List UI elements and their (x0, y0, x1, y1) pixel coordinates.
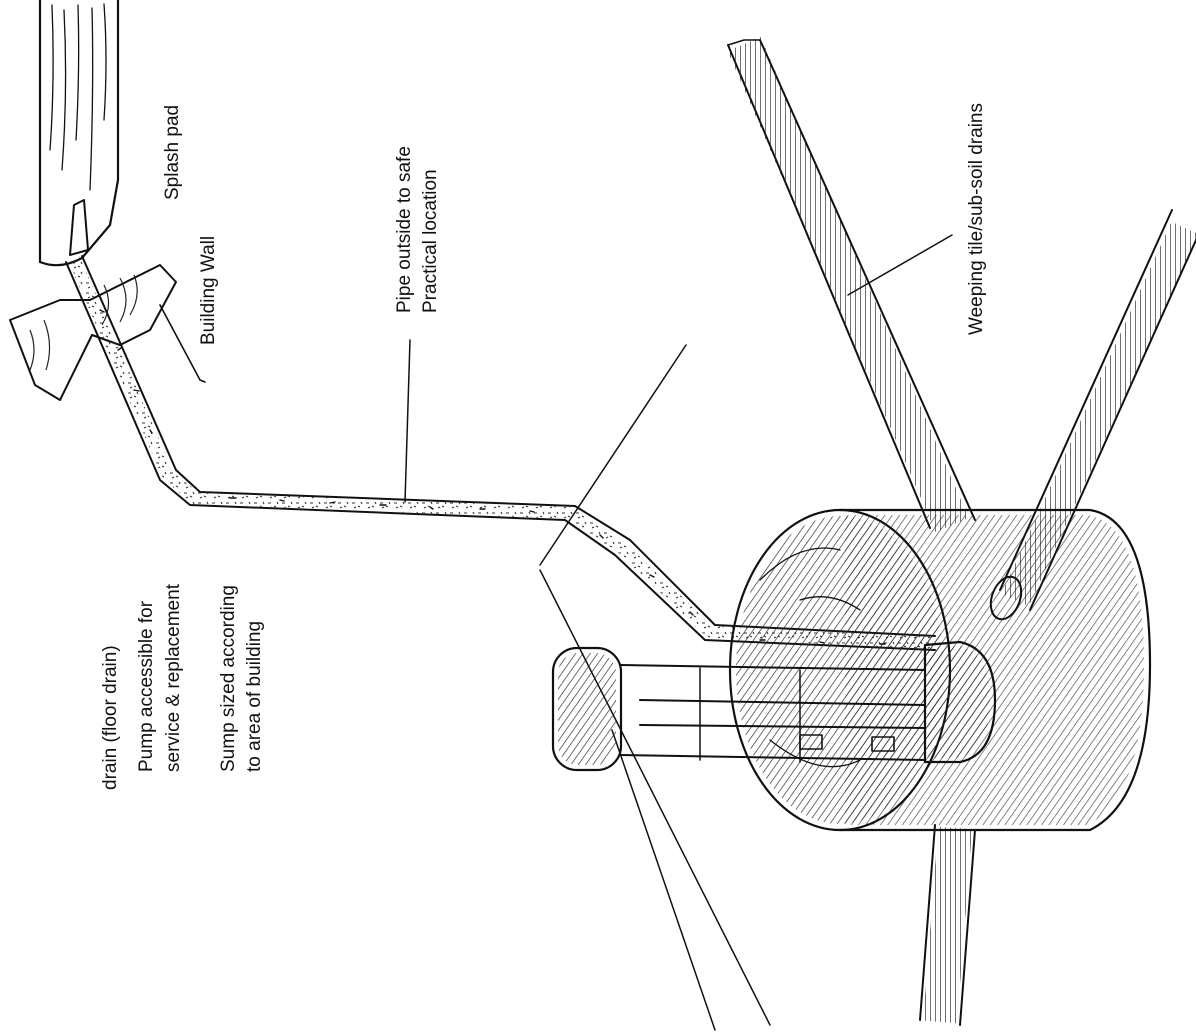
sump-size-label-line2: to area of building (244, 621, 265, 772)
pump-access-label-line1: Pump accessible for (136, 600, 157, 772)
splash-pad-label: Splash pad (162, 105, 183, 200)
sump-size-label-line1: Sump sized according (218, 585, 239, 772)
pipe-outside-label-line2: Practical location (420, 169, 441, 313)
building-wall-label: Building Wall (198, 236, 219, 345)
floor-drain-label: drain (floor drain) (100, 645, 121, 790)
weeping-tile-label: Weeping tile/sub-soil drains (966, 103, 987, 335)
pump-access-label-line2: service & replacement (163, 583, 184, 772)
splash-pad (40, 0, 118, 265)
pipe-outside-label-line1: Pipe outside to safe (394, 146, 415, 313)
